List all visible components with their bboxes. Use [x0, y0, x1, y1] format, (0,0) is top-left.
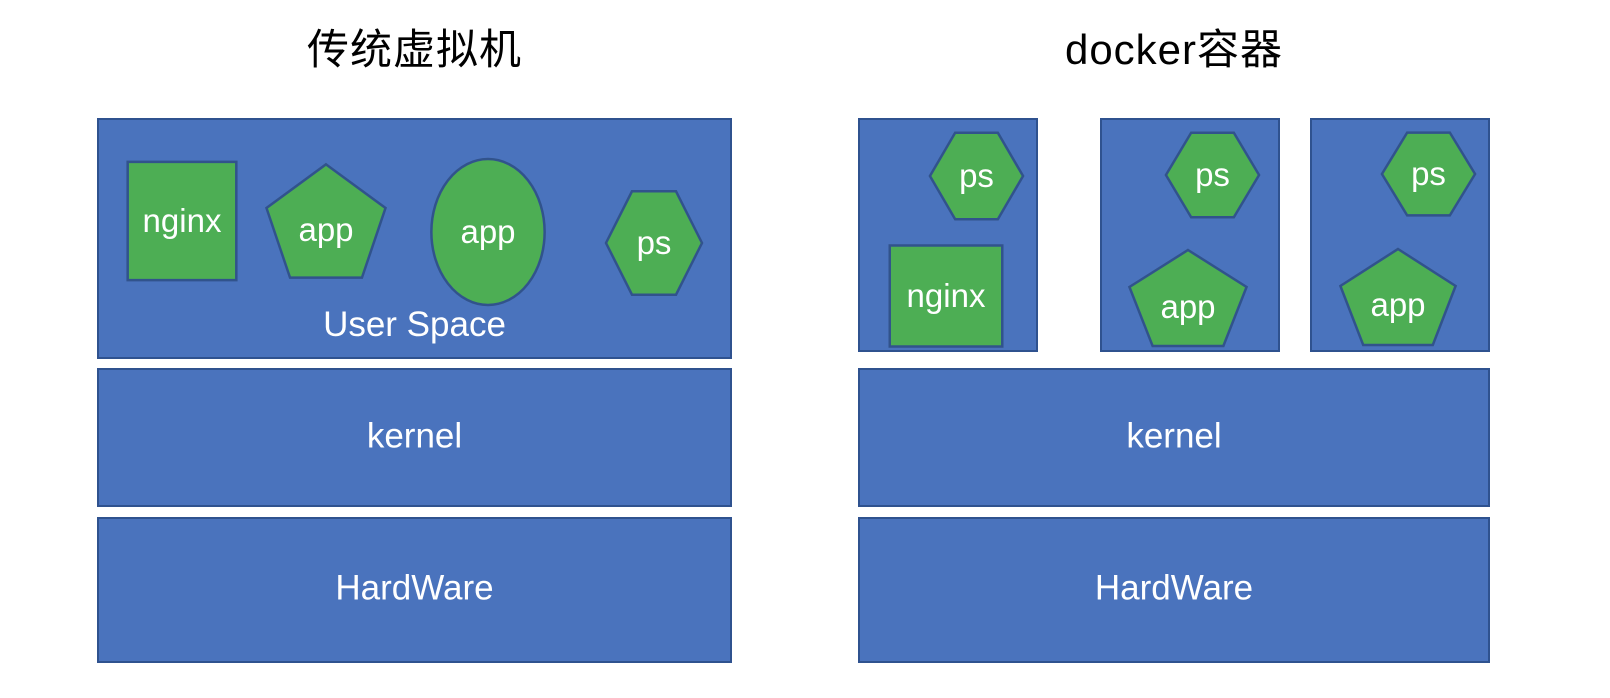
shape-label: ps	[1195, 156, 1230, 193]
hardware-label: HardWare	[335, 568, 494, 608]
app-pentagon: app	[264, 162, 388, 280]
ps-hexagon: ps	[1164, 130, 1261, 220]
ellipse-shape-icon	[429, 156, 547, 308]
docker-container-3: ps app	[1310, 118, 1490, 352]
hardware-label: HardWare	[1094, 568, 1254, 608]
app-pentagon: app	[1127, 248, 1249, 348]
nginx-square: nginx	[888, 244, 1004, 348]
docker-container-1: ps nginx	[858, 118, 1038, 352]
user-space-box: nginx app app ps User Space	[97, 118, 732, 359]
ps-hexagon: ps	[1380, 130, 1477, 218]
square-shape-icon	[888, 244, 1004, 348]
shape-label: ps	[1411, 155, 1446, 192]
title-traditional-vm: 传统虚拟机	[306, 26, 522, 73]
nginx-square: nginx	[126, 160, 238, 282]
shape-label: nginx	[142, 202, 222, 239]
ps-hexagon: ps	[604, 188, 704, 298]
pentagon-shape-icon	[1127, 248, 1249, 348]
hexagon-shape-icon	[1164, 130, 1261, 220]
shape-label: app	[460, 213, 516, 250]
shape-label: ps	[636, 224, 672, 261]
shape-label: nginx	[906, 277, 986, 314]
shape-label: app	[298, 210, 354, 248]
title-docker-container: docker容器	[1064, 26, 1284, 73]
docker-container-2: ps app	[1100, 118, 1280, 352]
hexagon-shape-icon	[928, 130, 1025, 222]
kernel-box-right: kernel	[858, 368, 1490, 507]
hardware-box-left: HardWare	[97, 517, 732, 663]
hardware-box-right: HardWare	[858, 517, 1490, 663]
shape-label: app	[1160, 287, 1216, 325]
square-shape-icon	[126, 160, 238, 282]
shape-label: ps	[959, 157, 994, 194]
app-ellipse: app	[429, 156, 547, 308]
app-pentagon: app	[1338, 247, 1458, 347]
hexagon-shape-icon	[604, 188, 704, 298]
kernel-box-left: kernel	[97, 368, 732, 507]
pentagon-shape-icon	[264, 162, 388, 280]
user-space-label: User Space	[323, 305, 506, 344]
pentagon-shape-icon	[1338, 247, 1458, 347]
kernel-label: kernel	[366, 415, 463, 455]
ps-hexagon: ps	[928, 130, 1025, 222]
kernel-label: kernel	[1126, 415, 1222, 455]
shape-label: app	[1370, 286, 1426, 324]
hexagon-shape-icon	[1380, 130, 1477, 218]
